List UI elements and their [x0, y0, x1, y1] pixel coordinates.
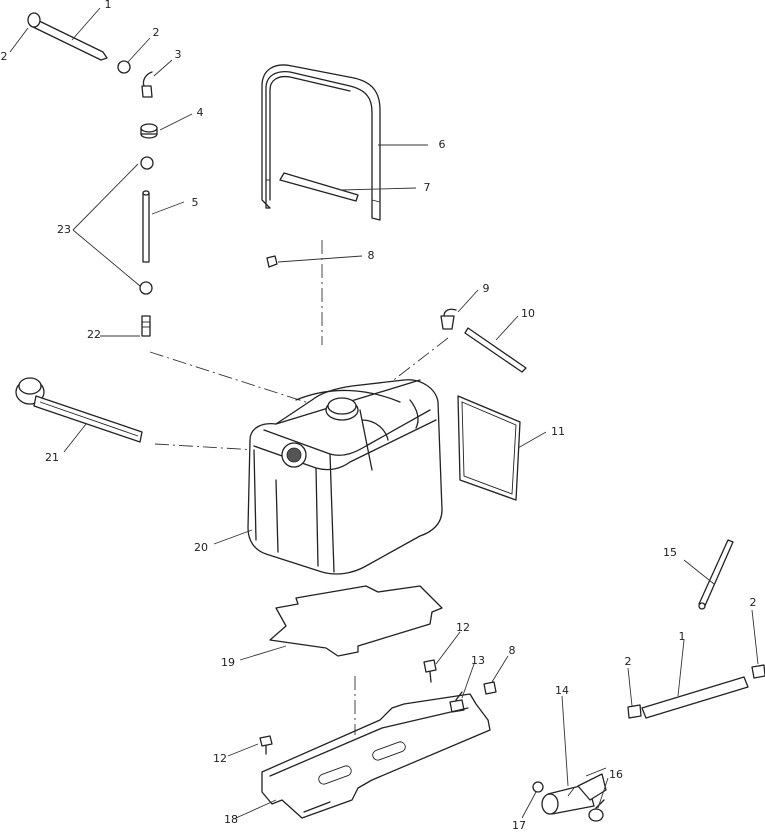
- callout-14: 14: [555, 684, 569, 697]
- callout-12-upper: 12: [456, 621, 470, 634]
- callout-12-lower: 12: [213, 752, 227, 765]
- part-2-cap-lower-right: [751, 664, 765, 679]
- part-12-bolt-upper: [423, 659, 437, 683]
- part-2-cap-top-right: [117, 60, 131, 74]
- callout-17: 17: [512, 819, 526, 832]
- callout-18: 18: [224, 813, 238, 826]
- part-23-clamp-top: [140, 156, 154, 170]
- part-13-bolt: [449, 691, 465, 713]
- callout-11: 11: [551, 425, 565, 438]
- part-20-fuel-tank: [247, 379, 443, 575]
- part-1-hose-top: [30, 17, 108, 61]
- part-23-clamp-bottom: [139, 281, 153, 295]
- part-11-pad: [457, 395, 521, 501]
- callout-2-lower-left: 2: [624, 655, 632, 668]
- part-2-cap-lower-left: [627, 704, 642, 719]
- callout-2-top-right: 2: [152, 26, 160, 39]
- part-17-nut: [532, 781, 544, 793]
- part-3-fitting: [141, 71, 153, 98]
- part-21-filler-neck: [15, 377, 143, 443]
- callout-8-top: 8: [367, 249, 375, 262]
- callout-8-lower: 8: [508, 644, 516, 657]
- part-22-fitting: [141, 315, 151, 337]
- part-8-nut-top: [266, 255, 278, 268]
- part-5-tube: [142, 190, 150, 263]
- part-6-bracket: [261, 64, 381, 221]
- callout-15: 15: [663, 546, 677, 559]
- part-7-strip: [279, 172, 359, 202]
- callout-16: 16: [609, 768, 623, 781]
- callout-6: 6: [438, 138, 446, 151]
- callout-2-top-left: 2: [0, 50, 8, 63]
- callout-21: 21: [45, 451, 59, 464]
- callout-19: 19: [221, 656, 235, 669]
- part-2-cap-top-left: [27, 12, 41, 28]
- callout-23: 23: [57, 223, 71, 236]
- part-16-screw: [588, 799, 605, 822]
- callout-9: 9: [482, 282, 490, 295]
- part-19-gasket: [269, 585, 443, 657]
- part-10-hose: [464, 327, 527, 373]
- part-1-hose-lower: [641, 676, 749, 719]
- leader-lines: [9, 7, 759, 819]
- callout-13: 13: [471, 654, 485, 667]
- callout-22: 22: [87, 328, 101, 341]
- callout-5: 5: [191, 196, 199, 209]
- part-8-nut-lower: [483, 681, 497, 695]
- callout-3: 3: [174, 48, 182, 61]
- callout-2-lower-right: 2: [749, 596, 757, 609]
- callout-10: 10: [521, 307, 535, 320]
- part-12-bolt-lower: [259, 735, 273, 755]
- callout-1-lower: 1: [678, 630, 686, 643]
- part-15-vent-tube: [698, 539, 734, 610]
- callout-4: 4: [196, 106, 204, 119]
- callout-7: 7: [423, 181, 431, 194]
- callout-20: 20: [194, 541, 208, 554]
- part-4-grommet: [140, 123, 158, 139]
- callout-1-top: 1: [104, 0, 112, 11]
- part-18-skid-plate: [261, 693, 491, 819]
- part-14-pump: [541, 767, 607, 815]
- part-9-fitting: [440, 308, 457, 330]
